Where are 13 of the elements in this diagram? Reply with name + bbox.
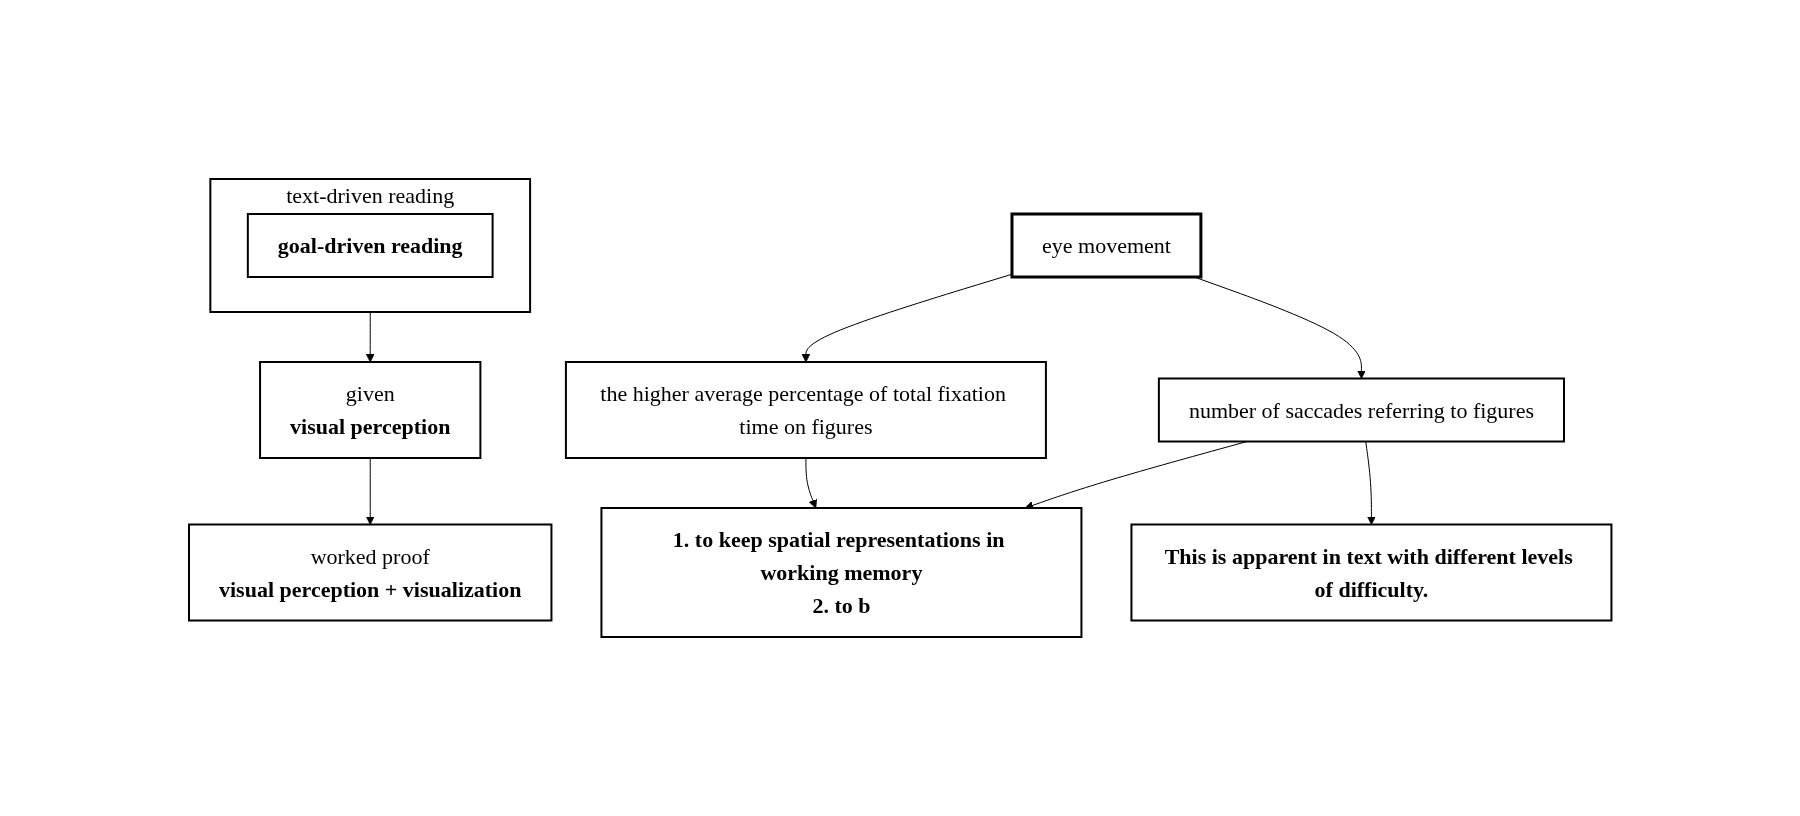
arrow	[801, 273, 1013, 363]
node-box: number of saccades referring to figures	[1157, 377, 1565, 443]
node-box: worked proof visual perception + visualization	[187, 523, 553, 622]
node-box: This is apparent in text with different levels of difficulty.	[1130, 523, 1613, 622]
arrow	[365, 311, 375, 363]
node-box: given visual perception	[258, 361, 482, 459]
node-box: the higher average percentage of total fixation time on figures	[564, 361, 1047, 459]
node-box: eye movement	[1010, 212, 1203, 279]
arrow	[1365, 441, 1376, 525]
arrow	[365, 457, 375, 525]
arrow	[805, 457, 817, 509]
node-box: 1. to keep spatial representations in working memory 2. to b	[600, 507, 1083, 638]
node-box: goal-driven reading	[246, 213, 494, 278]
